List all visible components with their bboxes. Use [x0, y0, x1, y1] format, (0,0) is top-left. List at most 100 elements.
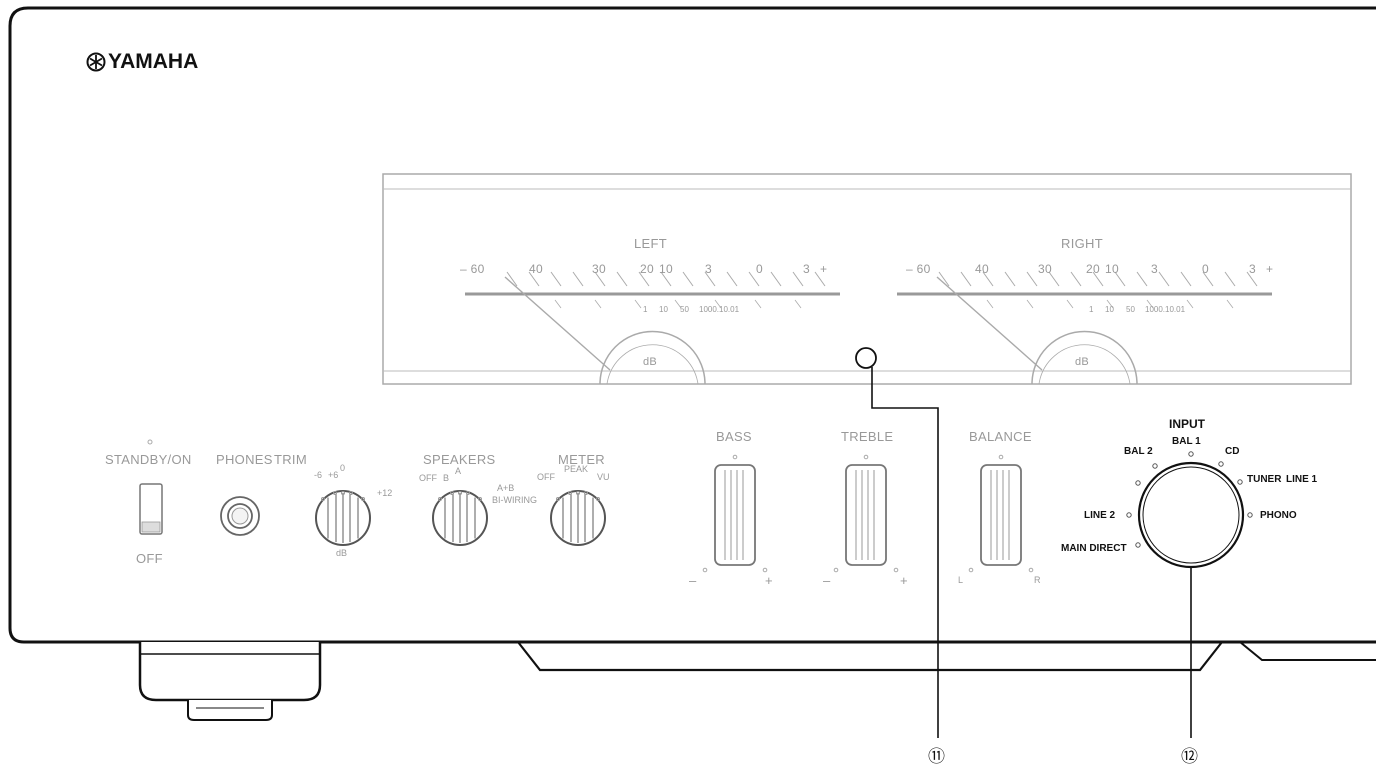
trim-mark-plus12: +12 — [377, 488, 393, 498]
meter-mark — [1186, 299, 1194, 309]
meter-mark — [794, 299, 802, 309]
treble-slider-body — [845, 464, 887, 566]
bass-slider-left-dot — [702, 567, 708, 573]
speakers-mark-ab: A+B — [497, 483, 515, 493]
speakers-knob-dot — [450, 491, 454, 495]
right-meter-scale-label: 0 — [1202, 262, 1209, 276]
left-meter-scale-label: 20 — [640, 262, 654, 276]
treble-slider-right-dot — [893, 567, 899, 573]
meter-mark-vu: VU — [597, 472, 610, 482]
input-option-phono[interactable]: PHONO — [1260, 510, 1297, 521]
meter-tick — [1004, 271, 1016, 287]
input-position-dot — [1126, 512, 1132, 518]
trim-knob-dot — [341, 491, 345, 495]
speakers-knob-dot — [458, 491, 462, 495]
speakers-knob-dot — [478, 497, 482, 501]
meter-tick — [1246, 271, 1258, 287]
input-option-line2[interactable]: LINE 2 — [1084, 510, 1116, 521]
balance-label: BALANCE — [969, 429, 1032, 444]
right-meter-db: dB — [1075, 356, 1090, 368]
meter-indicator-circle — [855, 347, 877, 369]
meter-mark — [634, 299, 642, 309]
right-meter-lower-scale-label: 50 — [1126, 305, 1135, 314]
trim-knob-dot — [361, 497, 365, 501]
meter-tick — [982, 271, 994, 287]
meter-mark — [1026, 299, 1034, 309]
input-selector-knob[interactable] — [1126, 451, 1253, 569]
meter-knob[interactable] — [550, 490, 606, 546]
standby-label: STANDBY/ON — [105, 452, 192, 467]
standby-switch[interactable] — [139, 439, 163, 535]
speakers-knob-dot — [438, 497, 442, 501]
phones-label: PHONES — [216, 452, 273, 467]
right-meter-scale-label: 30 — [1038, 262, 1052, 276]
brand-logo: YAMAHA — [86, 50, 198, 74]
input-option-bal1[interactable]: BAL 1 — [1172, 436, 1201, 447]
speakers-mark-biwiring: BI-WIRING — [492, 495, 537, 505]
left-meter-lower-scale-label: 1000.10.01 — [699, 305, 740, 314]
input-option-line1[interactable]: LINE 1 — [1286, 474, 1318, 485]
meter-mark — [1066, 299, 1074, 309]
speakers-knob-dot — [466, 491, 470, 495]
input-position-dot — [1237, 479, 1243, 485]
input-position-dot — [1135, 480, 1141, 486]
chassis-base-right — [1239, 641, 1376, 661]
balance-left: L — [958, 575, 964, 585]
trim-knob-dot — [333, 491, 337, 495]
right-meter-scale-label: 3 — [1249, 262, 1256, 276]
right-meter-scale-label: 3 — [1151, 262, 1158, 276]
meter-mark — [986, 299, 994, 309]
trim-mark-plus6: +6 — [328, 470, 339, 480]
trim-label: TRIM — [274, 452, 307, 467]
meter-mark — [674, 299, 682, 309]
input-position-dot — [1188, 451, 1194, 457]
input-position-dot — [1247, 512, 1253, 518]
right-meter-scale-label: 40 — [975, 262, 989, 276]
balance-slider-left-dot — [968, 567, 974, 573]
input-option-tuner[interactable]: TUNER — [1247, 474, 1282, 485]
left-meter-scale-label: 3 — [705, 262, 712, 276]
left-meter-art — [465, 271, 840, 385]
bass-slider[interactable] — [702, 454, 768, 573]
meter-knob-dot — [568, 491, 572, 495]
right-meter-lower-scale-label: 1 — [1089, 305, 1094, 314]
foot — [138, 642, 322, 721]
meter-tick — [1114, 271, 1126, 287]
meter-needle — [936, 276, 1043, 371]
input-option-main-direct[interactable]: MAIN DIRECT — [1061, 543, 1127, 554]
input-position-dot — [1135, 542, 1141, 548]
treble-slider[interactable] — [833, 454, 899, 573]
meter-tick — [792, 271, 804, 287]
input-position-dot — [1218, 461, 1224, 467]
phones-jack[interactable] — [220, 496, 260, 536]
speakers-label: SPEAKERS — [423, 452, 496, 467]
left-meter-title: LEFT — [634, 236, 667, 251]
left-meter-db: dB — [643, 356, 658, 368]
left-meter-scale-label: 10 — [659, 262, 673, 276]
left-meter-scale-label: + — [820, 262, 828, 276]
balance-slider-top-dot — [998, 454, 1004, 460]
trim-mark-zero: 0 — [340, 463, 346, 473]
standby-off-label: OFF — [136, 551, 163, 566]
meter-tick — [1180, 271, 1192, 287]
meter-mark — [554, 299, 562, 309]
chassis-base — [517, 641, 1223, 672]
meter-mark — [754, 299, 762, 309]
meter-label: METER — [558, 452, 605, 467]
meter-tick — [1092, 271, 1104, 287]
speakers-knob[interactable] — [432, 490, 488, 546]
meter-tick — [1224, 271, 1236, 287]
balance-right: R — [1034, 575, 1041, 585]
trim-unit: dB — [336, 548, 348, 558]
input-option-cd[interactable]: CD — [1225, 446, 1240, 457]
treble-label: TREBLE — [841, 429, 894, 444]
left-meter-lower-scale-label: 10 — [659, 305, 668, 314]
meter-mark — [1226, 299, 1234, 309]
balance-slider[interactable] — [968, 454, 1034, 573]
input-option-bal2[interactable]: BAL 2 — [1124, 446, 1153, 457]
callout-12: ⑫ — [1181, 747, 1198, 766]
speakers-mark-b: B — [443, 473, 450, 483]
meter-tick — [770, 271, 782, 287]
trim-knob[interactable] — [315, 490, 371, 546]
